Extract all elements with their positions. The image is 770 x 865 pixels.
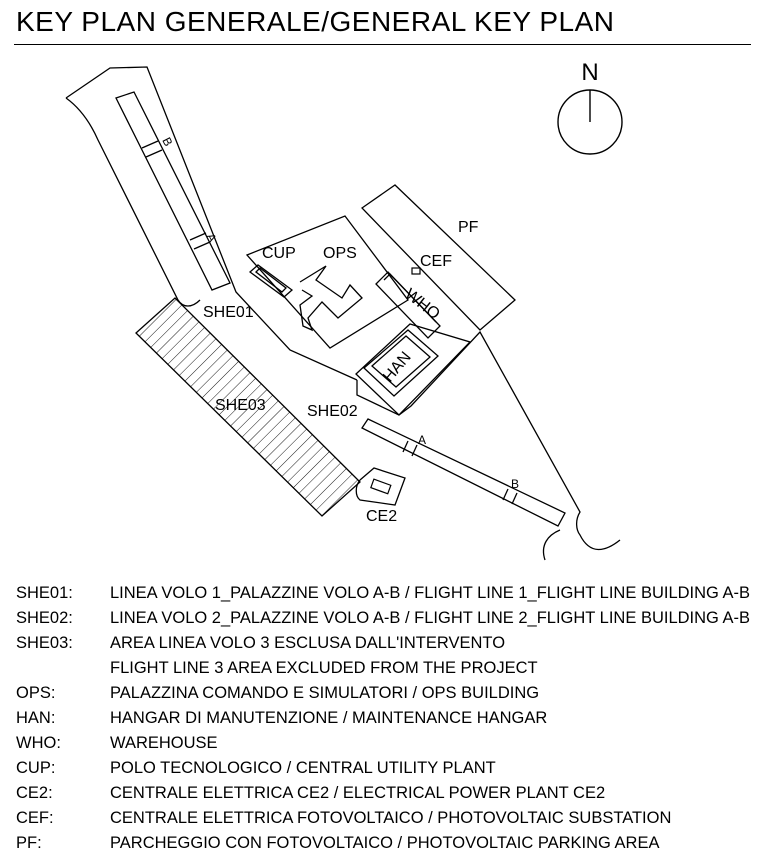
legend-row: CE2: CENTRALE ELETTRICA CE2 / ELECTRICAL … — [16, 781, 761, 806]
title-underline — [14, 44, 751, 45]
legend-description: CENTRALE ELETTRICA FOTOVOLTAICO / PHOTOV… — [110, 809, 672, 827]
legend-code: OPS: — [16, 684, 56, 702]
cef-label: CEF — [420, 253, 452, 270]
page-title: KEY PLAN GENERALE/GENERAL KEY PLAN — [16, 6, 615, 37]
north-label: N — [581, 59, 598, 86]
legend-code: CUP: — [16, 759, 56, 777]
road-segment — [356, 380, 400, 416]
ops-label: OPS — [323, 245, 357, 262]
she02-building-b-label: B — [511, 477, 519, 491]
ce2-label: CE2 — [366, 508, 397, 525]
north-arrow-icon: N — [557, 59, 623, 155]
legend-row: SHE02: LINEA VOLO 2_PALAZZINE VOLO A-B / … — [16, 606, 761, 631]
legend-code: SHE01: — [16, 584, 73, 602]
legend-code: HAN: — [16, 709, 56, 727]
she02-building-a-label: A — [418, 433, 426, 447]
legend-description: AREA LINEA VOLO 3 ESCLUSA DALL'INTERVENT… — [110, 634, 506, 652]
road-east-edge — [65, 66, 358, 381]
legend-description: CENTRALE ELETTRICA CE2 / ELECTRICAL POWE… — [110, 784, 606, 802]
cup-label: CUP — [262, 245, 296, 262]
legend-description: LINEA VOLO 1_PALAZZINE VOLO A-B / FLIGHT… — [110, 584, 751, 602]
legend-row: SHE03: AREA LINEA VOLO 3 ESCLUSA DALL'INT… — [16, 631, 761, 656]
legend-description: FLIGHT LINE 3 AREA EXCLUDED FROM THE PRO… — [110, 659, 538, 677]
legend-row: SHE01: LINEA VOLO 1_PALAZZINE VOLO A-B / … — [16, 581, 761, 606]
she03-label: SHE03 — [215, 397, 266, 414]
legend-row: HAN: HANGAR DI MANUTENZIONE / MAINTENANCE… — [16, 706, 761, 731]
ce2-building — [370, 478, 392, 495]
cef-building — [411, 267, 421, 275]
road-lower — [355, 467, 406, 506]
pf-label: PF — [458, 219, 479, 236]
legend-row: FLIGHT LINE 3 AREA EXCLUDED FROM THE PRO… — [16, 656, 761, 681]
legend-code: CEF: — [16, 809, 54, 827]
she01-label: SHE01 — [203, 304, 254, 321]
who-building — [375, 271, 441, 339]
site-outline — [65, 66, 621, 561]
pf-area — [361, 184, 516, 331]
legend-code: PF: — [16, 834, 42, 852]
key-plan-drawing: N B A SHE01 SHE03 CUP OPS PF CEF — [65, 59, 623, 561]
han-building — [355, 323, 472, 416]
legend-description: PARCHEGGIO CON FOTOVOLTAICO / PHOTOVOLTA… — [110, 834, 660, 852]
legend-code: WHO: — [16, 734, 61, 752]
legend-code: SHE03: — [16, 634, 73, 652]
she02-label: SHE02 — [307, 403, 358, 420]
legend-row: OPS: PALAZZINA COMANDO E SIMULATORI / OPS… — [16, 681, 761, 706]
legend-row: PF: PARCHEGGIO CON FOTOVOLTAICO / PHOTOVO… — [16, 831, 761, 856]
legend-description: LINEA VOLO 2_PALAZZINE VOLO A-B / FLIGHT… — [110, 609, 751, 627]
legend-row: WHO: WAREHOUSE — [16, 731, 761, 756]
she01-building — [115, 91, 231, 291]
ops-building — [245, 215, 409, 349]
legend-description: POLO TECNOLOGICO / CENTRAL UTILITY PLANT — [110, 759, 496, 777]
road-west-edge — [65, 97, 201, 307]
legend-description: WAREHOUSE — [110, 734, 218, 752]
legend-description: HANGAR DI MANUTENZIONE / MAINTENANCE HAN… — [110, 709, 548, 727]
she02-building — [361, 418, 566, 527]
road-south-edge — [398, 330, 621, 551]
legend-code: SHE02: — [16, 609, 73, 627]
legend-code: CE2: — [16, 784, 53, 802]
she03-area — [135, 297, 361, 517]
legend-description: PALAZZINA COMANDO E SIMULATORI / OPS BUI… — [110, 684, 540, 702]
legend-row: CUP: POLO TECNOLOGICO / CENTRAL UTILITY P… — [16, 756, 761, 781]
legend: SHE01: LINEA VOLO 1_PALAZZINE VOLO A-B / … — [16, 581, 761, 856]
legend-row: CEF: CENTRALE ELETTRICA FOTOVOLTAICO / PH… — [16, 806, 761, 831]
road-east-return — [542, 529, 561, 561]
